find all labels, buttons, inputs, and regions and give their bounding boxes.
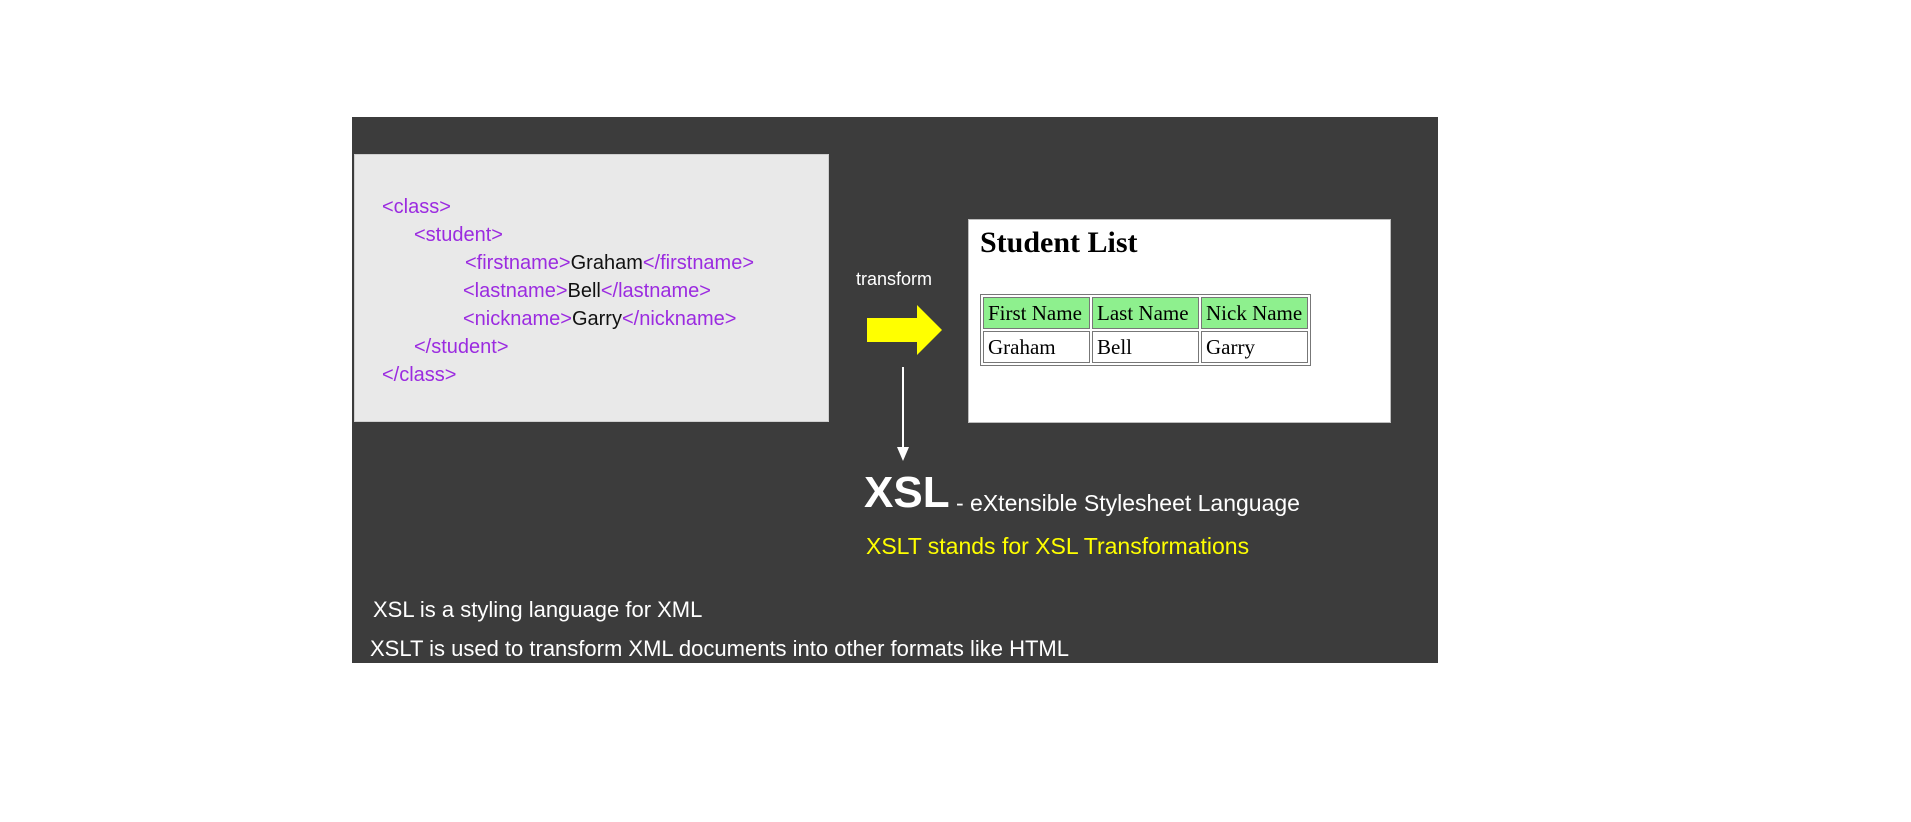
slide: <class> <student> <firstname>Graham</fir… bbox=[352, 117, 1438, 663]
note-xsl-styling: XSL is a styling language for XML bbox=[373, 597, 703, 622]
header-last-name: Last Name bbox=[1092, 297, 1199, 329]
firstname-value: Graham bbox=[570, 252, 643, 274]
note-xslt-transform: XSLT is used to transform XML documents … bbox=[370, 636, 1069, 661]
xml-line-student-open: <student> bbox=[414, 224, 503, 246]
header-nick-name: Nick Name bbox=[1201, 297, 1308, 329]
html-output-panel: Student List First Name Last Name Nick N… bbox=[968, 219, 1391, 423]
xml-line-class-open: <class> bbox=[382, 196, 451, 218]
student-list-title: Student List bbox=[980, 226, 1138, 259]
cell-last-name: Bell bbox=[1092, 331, 1199, 363]
header-first-name: First Name bbox=[983, 297, 1090, 329]
xml-line-lastname: <lastname>Bell</lastname> bbox=[463, 280, 711, 302]
lastname-value: Bell bbox=[567, 280, 601, 302]
xml-code-panel: <class> <student> <firstname>Graham</fir… bbox=[354, 154, 829, 422]
transform-label: transform bbox=[856, 269, 933, 289]
xml-line-student-close: </student> bbox=[414, 336, 509, 358]
xml-line-nickname: <nickname>Garry</nickname> bbox=[463, 308, 737, 330]
cell-nick-name: Garry bbox=[1201, 331, 1308, 363]
arrow-down-icon bbox=[897, 367, 909, 461]
table-header-row: First Name Last Name Nick Name bbox=[983, 297, 1308, 329]
xml-line-class-close: </class> bbox=[382, 364, 457, 386]
xsl-heading: XSL bbox=[864, 468, 950, 517]
table-row: Graham Bell Garry bbox=[983, 331, 1308, 363]
student-table: First Name Last Name Nick Name Graham Be… bbox=[980, 294, 1311, 366]
cell-first-name: Graham bbox=[983, 331, 1090, 363]
xslt-definition: XSLT stands for XSL Transformations bbox=[866, 533, 1250, 559]
xml-line-firstname: <firstname>Graham</firstname> bbox=[465, 252, 755, 274]
xsl-definition: - eXtensible Stylesheet Language bbox=[956, 490, 1300, 516]
nickname-value: Garry bbox=[571, 308, 622, 330]
arrow-right-icon bbox=[867, 305, 942, 355]
